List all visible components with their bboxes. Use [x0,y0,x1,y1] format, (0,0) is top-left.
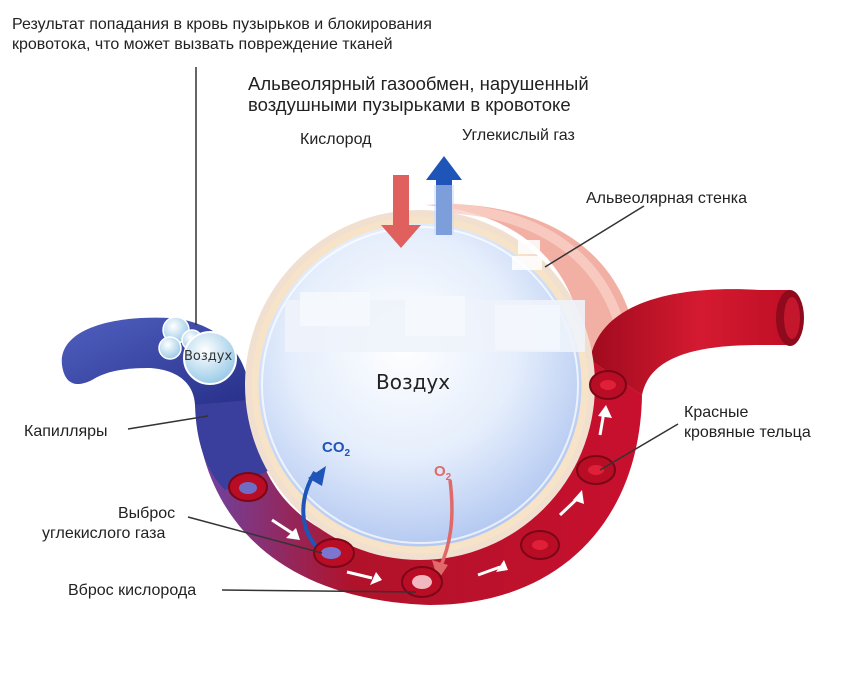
co2-formula: CO2 [322,439,351,459]
oxygen-intake-arrow [438,479,454,569]
label-co2-gas: Углекислый газ [462,127,575,144]
leader-line-co2-release [187,516,323,554]
label-alveolar-wall: Альвеолярная стенка [586,190,747,207]
top-note-line1: Результат попадания в кровь пузырьков и … [12,16,432,33]
co2-release-arrow [301,470,320,550]
title-line1: Альвеолярный газообмен, нарушенный [248,73,589,94]
o2-formula: O2 [434,463,452,483]
red-blood-cells [228,370,627,598]
title-line2: воздушными пузырьками в кровотоке [248,94,571,115]
leader-line-oxygen-intake [221,589,417,593]
label-air-bubble: Воздух [184,349,233,364]
leader-line-rbc [599,423,679,471]
oxygen-arrow [381,175,421,248]
flow-arrows [271,411,606,580]
label-oxygen-intake: Вброс кислорода [68,582,197,599]
leader-line-capillaries [127,415,209,430]
label-air-center: Воздух [376,370,451,394]
label-capillaries: Капилляры [24,423,108,440]
top-note-line2: кровотока, что может вызвать повреждение… [12,36,393,53]
label-rbc-line1: Красные [684,404,749,421]
label-oxygen: Кислород [300,131,372,148]
label-co2-release-line2: углекислого газа [42,525,166,542]
label-co2-release-line1: Выброс [118,505,176,522]
label-rbc-line2: кровяные тельца [684,424,811,441]
leader-line-alveolar-wall [544,205,645,268]
artery-tube [590,289,790,395]
air-bubbles [158,316,237,385]
